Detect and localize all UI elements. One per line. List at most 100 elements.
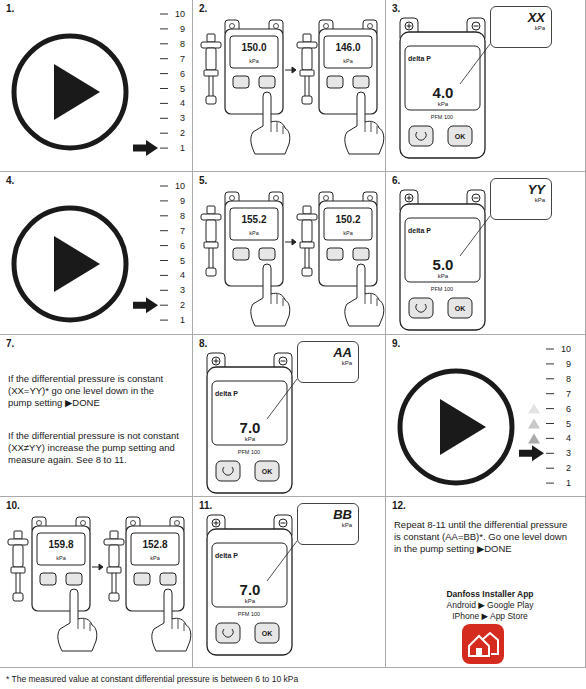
level-arrow [133, 140, 158, 156]
meter-reading: 150.0 [241, 43, 266, 53]
unit-text: kPa [438, 273, 448, 279]
pressure-meter-small [32, 517, 90, 611]
meter-reading: 155.2 [241, 215, 266, 225]
unit-text: kPa [249, 231, 258, 237]
step-panel: 7.If the differential pressure is consta… [0, 335, 193, 497]
pointing-hand [345, 92, 384, 154]
button-label: OK [262, 630, 273, 637]
valve-fitting [297, 206, 317, 276]
step-number: 4. [6, 176, 14, 186]
scale-level: 10 [175, 10, 185, 19]
step-panel: 9.10987654321 [386, 335, 586, 497]
display-value: 7.0 [240, 420, 261, 435]
scale-level: 7 [180, 226, 185, 235]
instruction-text: Repeat 8-11 until the differential press… [394, 519, 573, 555]
pressure-meter-small [225, 20, 283, 114]
pointing-hand [152, 589, 191, 651]
unit-text: kPa [304, 360, 352, 367]
pressure-meter [207, 515, 297, 655]
unit-text: kPa [438, 101, 448, 107]
store-link: Android ▶ Google Play [447, 601, 534, 610]
level-arrow [519, 445, 544, 461]
scale-level: 5 [180, 84, 185, 93]
increase-marker [528, 419, 540, 429]
scale-level: 4 [180, 99, 185, 108]
display-title: delta P [408, 227, 431, 234]
pressure-meter-small [126, 517, 184, 611]
unit-text: kPa [249, 59, 258, 65]
unit-text: kPa [56, 556, 65, 562]
pressure-meter [207, 353, 297, 493]
valve-fitting [201, 34, 221, 104]
scale-level: 7 [180, 54, 185, 63]
step-panel: 6.YYkPadelta P5.0kPaPFM 100OK [386, 172, 586, 335]
callout-value: BB [304, 508, 352, 522]
pointing-hand [251, 264, 290, 326]
pump-scale [14, 186, 168, 320]
step-arrow [92, 564, 103, 570]
unit-text: kPa [497, 197, 545, 204]
scale-level: 6 [180, 241, 185, 250]
unit-text: kPa [304, 522, 352, 529]
instruction-text: If the differential pressure is constant… [8, 373, 180, 409]
model-name: PFM 100 [238, 450, 260, 456]
step-panel: 1.10987654321 [0, 0, 193, 172]
display-title: delta P [408, 55, 431, 62]
valve-fitting [104, 531, 124, 601]
callout-box: AAkPa [297, 341, 359, 383]
meter-reading: 152.8 [142, 540, 167, 550]
step-number: 8. [199, 339, 207, 349]
scale-level: 8 [180, 211, 185, 220]
unit-text: kPa [343, 231, 352, 237]
step-number: 5. [199, 176, 207, 186]
scale-level: 6 [566, 404, 571, 413]
footnote: * The measured value at constant differe… [6, 675, 298, 684]
step-number: 11. [199, 501, 212, 511]
scale-level: 3 [180, 286, 185, 295]
meter-reading: 150.2 [335, 215, 360, 225]
model-name: PFM 100 [431, 115, 453, 121]
scale-level: 3 [180, 114, 185, 123]
scale-level: 7 [566, 389, 571, 398]
pressure-meter-small [319, 192, 377, 286]
pressure-meter-small [319, 20, 377, 114]
callout-value: YY [497, 183, 545, 197]
step-arrow [285, 67, 296, 73]
callout-value: XX [497, 11, 545, 25]
step-arrow [285, 239, 296, 245]
display-value: 4.0 [433, 85, 454, 100]
callout-box: XXkPa [490, 6, 552, 48]
unit-text: kPa [245, 436, 255, 442]
model-name: PFM 100 [431, 287, 453, 293]
scale-level: 2 [180, 301, 185, 310]
scale-level: 9 [180, 196, 185, 205]
display-title: delta P [215, 390, 238, 397]
scale-level: 2 [566, 464, 571, 473]
scale-level: 5 [566, 419, 571, 428]
meter-reading: 159.8 [48, 540, 73, 550]
pointing-hand [345, 264, 384, 326]
button-label: OK [455, 133, 466, 140]
pressure-meter [400, 190, 490, 330]
scale-level: 5 [180, 256, 185, 265]
scale-level: 2 [180, 129, 185, 138]
scale-level: 9 [180, 24, 185, 33]
step-panel: 10.159.8kPa152.8kPa [0, 497, 193, 668]
step-number: 12. [392, 501, 406, 511]
valve-fitting [201, 206, 221, 276]
scale-level: 4 [566, 434, 571, 443]
step-panel: 11.BBkPadelta P7.0kPaPFM 100OK [193, 497, 386, 668]
pressure-meter-small [225, 192, 283, 286]
unit-text: kPa [343, 59, 352, 65]
scale-level: 1 [180, 144, 185, 153]
pointing-hand [251, 92, 290, 154]
model-name: PFM 100 [238, 612, 260, 618]
step-number: 9. [392, 339, 400, 349]
store-link: IPhone ▶ App Store [452, 612, 528, 621]
scale-level: 3 [566, 449, 571, 458]
pressure-meter [400, 18, 490, 158]
step-panel: 12. Repeat 8-11 until the differential pr… [386, 497, 586, 668]
meter-reading: 146.0 [335, 43, 360, 53]
step-number: 2. [199, 4, 207, 14]
